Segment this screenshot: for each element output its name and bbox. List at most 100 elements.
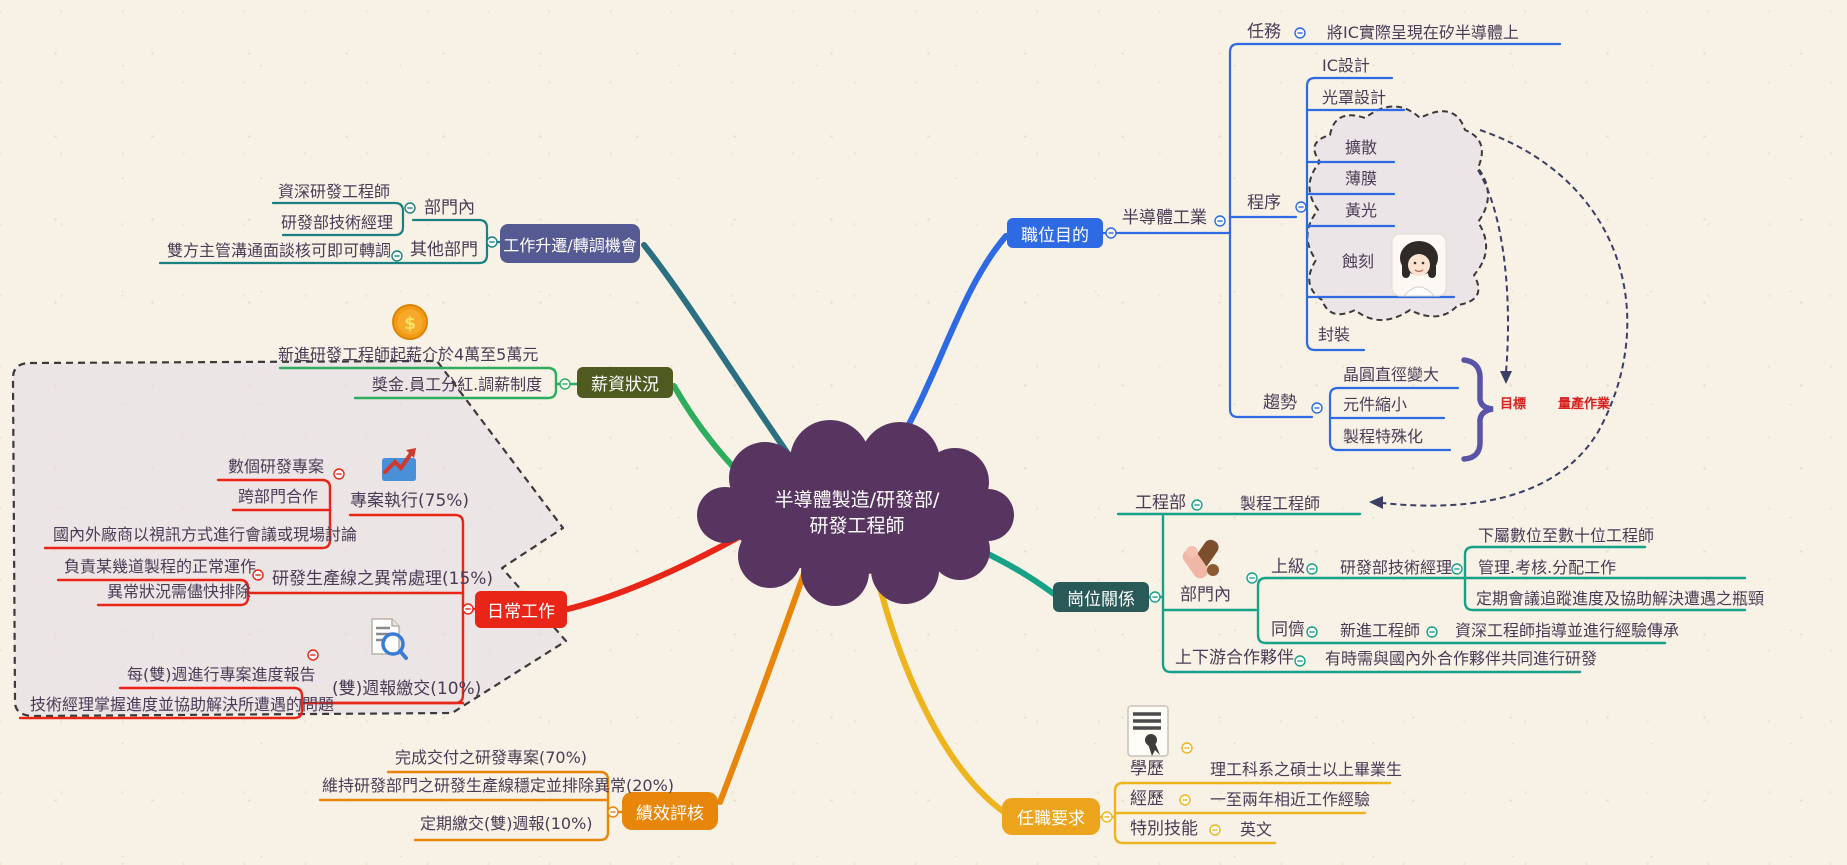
branch-box-performance[interactable]: 績效評核 <box>622 792 718 830</box>
topic-progress-report[interactable]: 每(雙)週進行專案進度報告 <box>127 665 316 684</box>
central-topic[interactable]: 半導體製造/研發部/ 研發工程師 <box>727 487 987 539</box>
collapse-marker[interactable] <box>391 250 403 262</box>
topic-superior-value[interactable]: 研發部技術經理 <box>1340 558 1453 577</box>
topic-ic-design[interactable]: IC設計 <box>1322 56 1370 75</box>
arrowhead-process-engineer <box>1369 496 1383 509</box>
certificate-icon[interactable] <box>1127 705 1169 757</box>
collapse-marker[interactable] <box>1306 563 1318 575</box>
topic-peer-detail[interactable]: 資深工程師指導並進行經驗傳承 <box>1455 621 1680 640</box>
topic-experience-value[interactable]: 一至兩年相近工作經驗 <box>1210 790 1371 809</box>
topic-promotion-internal[interactable]: 部門內 <box>424 198 475 218</box>
collapse-marker[interactable] <box>404 202 416 214</box>
collapse-marker[interactable] <box>462 603 474 615</box>
topic-thin-film[interactable]: 薄膜 <box>1345 169 1378 188</box>
collapse-marker[interactable] <box>1306 626 1318 638</box>
topic-process[interactable]: 程序 <box>1247 193 1281 213</box>
topic-project-execution[interactable]: 專案執行(75%) <box>350 491 470 511</box>
collapse-marker[interactable] <box>1426 626 1438 638</box>
topic-partners[interactable]: 上下游合作夥伴 <box>1175 648 1294 668</box>
branch-box-purpose[interactable]: 職位目的 <box>1007 218 1103 248</box>
topic-subordinates[interactable]: 下屬數位至數十位工程師 <box>1478 526 1655 545</box>
collapse-marker[interactable] <box>1191 499 1203 511</box>
topic-manager-support[interactable]: 技術經理掌握進度並協助解決所遭遇的問題 <box>30 695 335 714</box>
branch-box-salary[interactable]: 薪資狀況 <box>577 367 673 398</box>
topic-process-operation[interactable]: 負責某幾道製程的正常運作 <box>64 557 257 576</box>
topic-starting-salary[interactable]: 新進研發工程師起薪介於4萬至5萬元 <box>278 345 539 364</box>
topic-wafer-diameter[interactable]: 晶圓直徑變大 <box>1343 365 1440 384</box>
topic-other-department[interactable]: 其他部門 <box>410 240 478 260</box>
topic-several-projects[interactable]: 數個研發專案 <box>228 457 325 476</box>
topic-manage-assign[interactable]: 管理.考核.分配工作 <box>1478 558 1617 577</box>
topic-line-stability[interactable]: 維持研發部門之研發生產線穩定並排除異常(20%) <box>322 776 675 795</box>
collapse-marker[interactable] <box>1105 227 1117 239</box>
collapse-marker[interactable] <box>1181 742 1193 754</box>
collapse-marker[interactable] <box>1101 811 1113 823</box>
branch-box-relations[interactable]: 崗位關係 <box>1053 582 1149 612</box>
report-magnifier-icon[interactable] <box>371 618 408 660</box>
topic-bonus-system[interactable]: 獎金.員工分紅.調薪制度 <box>372 375 543 394</box>
topic-education-value[interactable]: 理工科系之碩士以上畢業生 <box>1210 760 1403 779</box>
topic-process-engineer[interactable]: 製程工程師 <box>1240 494 1321 513</box>
collapse-markers <box>252 27 1463 836</box>
branch-box-daily[interactable]: 日常工作 <box>475 591 567 628</box>
branch-daily <box>565 529 751 612</box>
topic-regular-meetings[interactable]: 定期會議追蹤進度及協助解決遭遇之瓶頸 <box>1476 589 1765 608</box>
collapse-marker[interactable] <box>1246 572 1258 584</box>
topic-trend[interactable]: 趨勢 <box>1263 393 1297 413</box>
topic-special-skill-value[interactable]: 英文 <box>1240 820 1273 839</box>
branch-box-promotion[interactable]: 工作升遷/轉調機會 <box>500 224 640 263</box>
topic-cross-dept[interactable]: 跨部門合作 <box>238 487 319 506</box>
topic-relations-internal[interactable]: 部門內 <box>1180 585 1231 605</box>
topic-vendor-meetings[interactable]: 國內外廠商以視訊方式進行會議或現場討論 <box>53 525 358 544</box>
collapse-marker[interactable] <box>486 236 498 248</box>
topic-packaging[interactable]: 封裝 <box>1318 325 1351 344</box>
collapse-marker[interactable] <box>252 569 264 581</box>
topic-experience[interactable]: 經歷 <box>1130 789 1164 809</box>
collapse-marker[interactable] <box>1294 655 1306 667</box>
topic-diffusion[interactable]: 擴散 <box>1345 138 1378 157</box>
collapse-marker[interactable] <box>607 806 619 818</box>
collapse-marker[interactable] <box>1149 591 1161 603</box>
topic-semiconductor-industry[interactable]: 半導體工業 <box>1122 208 1207 228</box>
topic-photolithography[interactable]: 黃光 <box>1345 201 1378 220</box>
branch-box-requirements[interactable]: 任職要求 <box>1002 798 1100 835</box>
topic-process-specialization[interactable]: 製程特殊化 <box>1343 427 1424 446</box>
topic-partners-value[interactable]: 有時需與國內外合作夥伴共同進行研發 <box>1325 649 1598 668</box>
collapse-marker[interactable] <box>1294 27 1306 39</box>
topic-task-value[interactable]: 將IC實際呈現在矽半導體上 <box>1327 23 1519 42</box>
topic-peer-value[interactable]: 新進工程師 <box>1340 621 1421 640</box>
topic-special-skill[interactable]: 特別技能 <box>1130 819 1198 839</box>
topic-regular-report[interactable]: 定期繳交(雙)週報(10%) <box>420 814 593 833</box>
topic-abnormal-handling[interactable]: 研發生產線之異常處理(15%) <box>272 569 494 589</box>
coin-icon[interactable]: $ <box>392 304 428 340</box>
topic-education[interactable]: 學歷 <box>1130 759 1164 779</box>
topic-mask-design[interactable]: 光罩設計 <box>1322 88 1387 107</box>
collapse-marker[interactable] <box>307 649 319 661</box>
topic-rd-tech-manager[interactable]: 研發部技術經理 <box>281 213 394 232</box>
collapse-marker[interactable] <box>1451 563 1463 575</box>
woman-avatar-sticker[interactable] <box>1391 233 1447 297</box>
collapse-marker[interactable] <box>1209 824 1221 836</box>
collapse-marker[interactable] <box>1179 794 1191 806</box>
collapse-marker[interactable] <box>333 468 345 480</box>
topic-transfer-approval[interactable]: 雙方主管溝通面談核可即可轉調 <box>167 241 392 260</box>
handshake-icon[interactable] <box>1180 537 1221 581</box>
collapse-marker[interactable] <box>559 378 571 390</box>
topic-etching[interactable]: 蝕刻 <box>1342 252 1375 271</box>
requirements-lines <box>1098 781 1392 845</box>
topic-project-delivery[interactable]: 完成交付之研發專案(70%) <box>395 748 588 767</box>
topic-peer[interactable]: 同儕 <box>1271 620 1305 640</box>
collapse-marker[interactable] <box>1214 215 1226 227</box>
topic-engineering-dept[interactable]: 工程部 <box>1135 493 1186 513</box>
collapse-marker[interactable] <box>1311 402 1323 414</box>
chart-icon[interactable] <box>382 448 416 481</box>
topic-task[interactable]: 任務 <box>1247 22 1281 42</box>
topic-superior[interactable]: 上級 <box>1271 557 1305 577</box>
collapse-marker[interactable] <box>1295 201 1307 213</box>
central-topic-cloud[interactable] <box>697 420 1014 606</box>
topic-weekly-report[interactable]: (雙)週報繳交(10%) <box>332 679 482 699</box>
topic-senior-rd-engineer[interactable]: 資深研發工程師 <box>278 182 391 201</box>
topic-abnormal-removal[interactable]: 異常狀況需儘快排除 <box>107 582 252 601</box>
topic-component-shrink[interactable]: 元件縮小 <box>1343 395 1408 414</box>
